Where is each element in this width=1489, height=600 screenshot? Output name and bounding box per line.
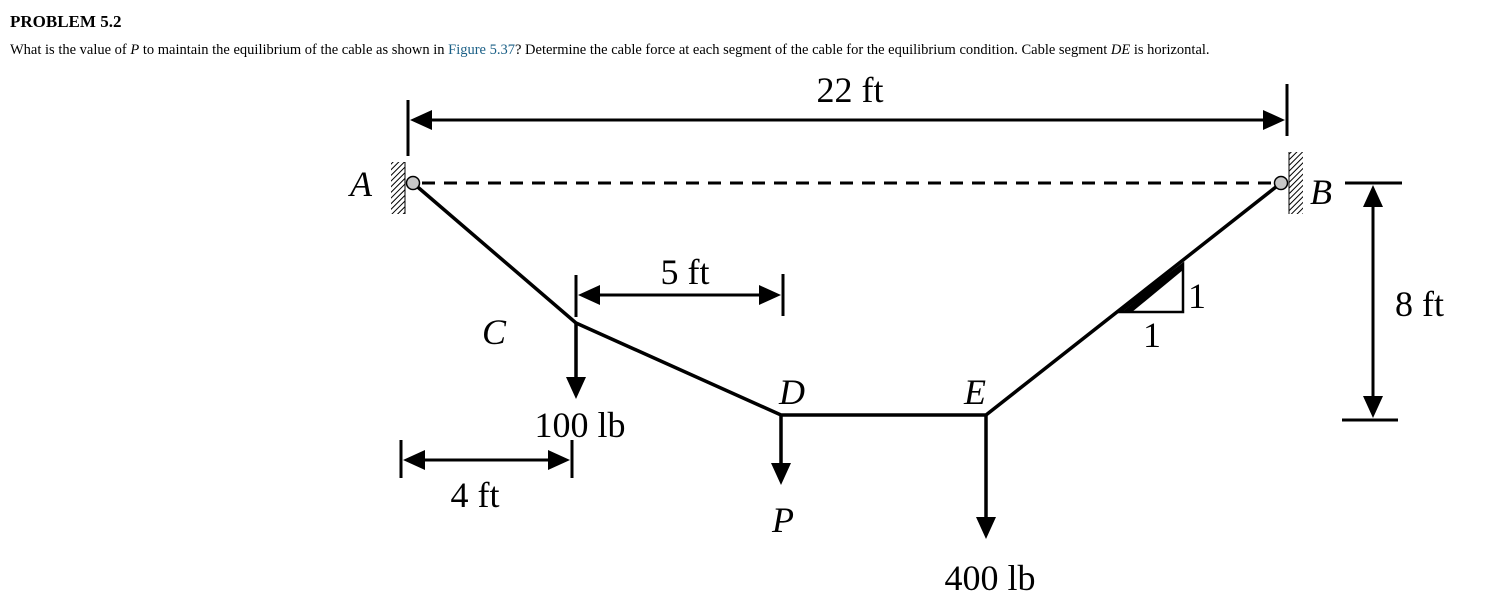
support-a: [391, 162, 406, 214]
question-text-2: to maintain the equilibrium of the cable…: [139, 42, 449, 58]
slope-triangle: [1116, 261, 1185, 314]
label-d: D: [778, 372, 805, 412]
load-c-arrow: [566, 323, 586, 399]
ac-label: 4 ft: [451, 475, 500, 515]
slope-horizontal-label: 1: [1143, 315, 1161, 355]
figure-link[interactable]: Figure 5.37: [448, 42, 515, 58]
cd-label: 5 ft: [661, 252, 710, 292]
label-c: C: [482, 312, 507, 352]
cd-dimension: [574, 274, 785, 317]
sag-label: 8 ft: [1395, 284, 1444, 324]
problem-statement: What is the value of P to maintain the e…: [10, 42, 1210, 59]
slope-vertical-label: 1: [1188, 276, 1206, 316]
ac-dimension: [399, 440, 574, 478]
cable: [411, 181, 1283, 417]
support-b: [1288, 152, 1303, 214]
sag-dimension: [1342, 181, 1402, 422]
question-text-4: is horizontal.: [1130, 42, 1210, 58]
load-d-arrow: [771, 415, 791, 485]
span-dimension: [406, 84, 1289, 156]
label-e: E: [963, 372, 986, 412]
question-text-3: ? Determine the cable force at each segm…: [514, 42, 1111, 58]
pin-a: [405, 175, 421, 191]
problem-title: PROBLEM 5.2: [10, 12, 122, 31]
load-d-label: P: [771, 500, 794, 540]
load-c-label: 100 lb: [534, 405, 625, 445]
pin-b: [1273, 175, 1289, 191]
question-text-1: What is the value of: [10, 42, 131, 58]
label-a: A: [348, 164, 373, 204]
load-e-label: 400 lb: [944, 558, 1035, 598]
question-var-p: P: [130, 42, 140, 58]
question-segment-de: DE: [1110, 42, 1131, 58]
load-e-arrow: [976, 415, 996, 539]
label-b: B: [1310, 172, 1332, 212]
span-label: 22 ft: [817, 70, 884, 110]
